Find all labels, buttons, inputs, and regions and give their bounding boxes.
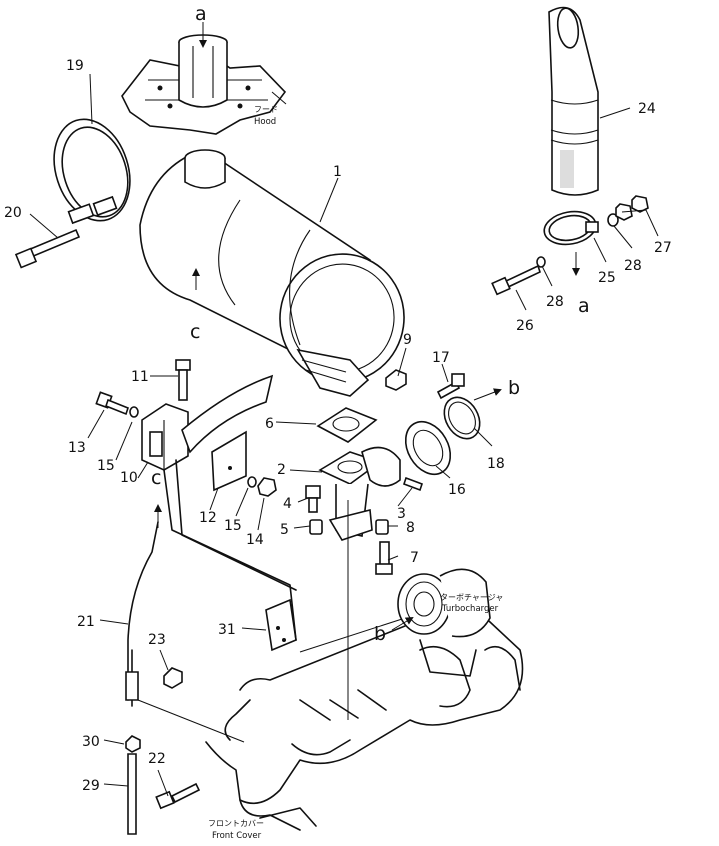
- bolt-7: [375, 541, 393, 575]
- washer-15: [129, 406, 257, 488]
- ref-b-turbo: b: [374, 623, 386, 645]
- gasket-6: [316, 407, 378, 443]
- callout-21: 21: [77, 614, 95, 630]
- callout-27: 27: [654, 240, 672, 256]
- reference-letters: a a b b c c: [151, 3, 590, 645]
- callout-11: 11: [131, 369, 149, 385]
- bolt-26: [491, 264, 541, 296]
- callout-22: 22: [148, 751, 166, 767]
- callout-25: 25: [598, 270, 616, 286]
- nut-23: [163, 667, 183, 689]
- ref-c-muffler: c: [190, 321, 200, 343]
- ref-c-bracket: c: [151, 467, 161, 489]
- callout-7: 7: [410, 550, 419, 566]
- bolt-22: [155, 782, 201, 810]
- ref-b-right: b: [508, 377, 520, 399]
- leader-lines: [29, 73, 659, 797]
- nut-14: [257, 477, 277, 497]
- stay-rod-21: [125, 521, 159, 707]
- bolt-20: [14, 228, 81, 269]
- nut-9: [385, 369, 407, 391]
- callout-3: 3: [397, 506, 406, 522]
- callout-23: 23: [148, 632, 166, 648]
- front-cover-label-jp: フロントカバー: [208, 819, 264, 828]
- callout-20: 20: [4, 205, 22, 221]
- clamp-25: [543, 210, 599, 246]
- ref-a-top: a: [195, 3, 207, 25]
- callout-4: 4: [283, 496, 292, 512]
- ref-a-right: a: [578, 295, 590, 317]
- callout-26: 26: [516, 318, 534, 334]
- front-cover-label-en: Front Cover: [212, 831, 262, 841]
- callout-6: 6: [265, 416, 274, 432]
- callout-10: 10: [120, 470, 138, 486]
- adapter-16: [404, 420, 452, 476]
- callout-13: 13: [68, 440, 86, 456]
- bolt-11: [175, 359, 191, 401]
- callout-8: 8: [406, 520, 415, 536]
- callout-30: 30: [82, 734, 100, 750]
- elbow-2: [318, 446, 401, 541]
- callout-17: 17: [432, 350, 450, 366]
- hood: [121, 22, 287, 135]
- bolt-13: [95, 391, 129, 416]
- callout-16: 16: [448, 482, 466, 498]
- callout-15a: 15: [97, 458, 115, 474]
- tail-pipe: [548, 6, 599, 196]
- callout-9: 9: [403, 332, 412, 348]
- callout-14: 14: [246, 532, 264, 548]
- callout-24: 24: [638, 101, 656, 117]
- support-12: [181, 374, 274, 492]
- callout-2: 2: [277, 462, 286, 478]
- clamp-band: [53, 118, 131, 225]
- hood-label-jp: フード: [254, 105, 278, 114]
- bracket-10: [141, 403, 189, 471]
- callout-29: 29: [82, 778, 100, 794]
- component-labels: フード Hood ターボチャージャ Turbocharger フロントカバー F…: [208, 105, 503, 841]
- bolt-4: [305, 485, 321, 513]
- callout-5: 5: [280, 522, 289, 538]
- callout-18: 18: [487, 456, 505, 472]
- gasket-18: [443, 396, 481, 440]
- callout-labels: 1 2 3 4 5 6 7 8 9 10 11 12 13 14 15 15 1…: [4, 58, 672, 794]
- direction-arrows: [154, 252, 580, 631]
- muffler: [139, 149, 405, 397]
- callout-12: 12: [199, 510, 217, 526]
- callout-31: 31: [218, 622, 236, 638]
- stud-3: [402, 476, 424, 492]
- turbo-label-en: Turbocharger: [441, 604, 499, 614]
- turbocharger: [397, 568, 491, 677]
- stud-29: [127, 753, 137, 835]
- callout-15b: 15: [224, 518, 242, 534]
- callout-28b: 28: [546, 294, 564, 310]
- spacers-5-8: [309, 519, 389, 535]
- engine-block: [205, 606, 524, 831]
- hood-label-en: Hood: [254, 117, 276, 127]
- bolt-17: [436, 373, 465, 400]
- callout-19: 19: [66, 58, 84, 74]
- callout-28a: 28: [624, 258, 642, 274]
- bracket-31: [265, 598, 297, 652]
- nut-30: [125, 735, 141, 753]
- turbo-label-jp: ターボチャージャ: [440, 593, 503, 602]
- callout-1: 1: [333, 164, 342, 180]
